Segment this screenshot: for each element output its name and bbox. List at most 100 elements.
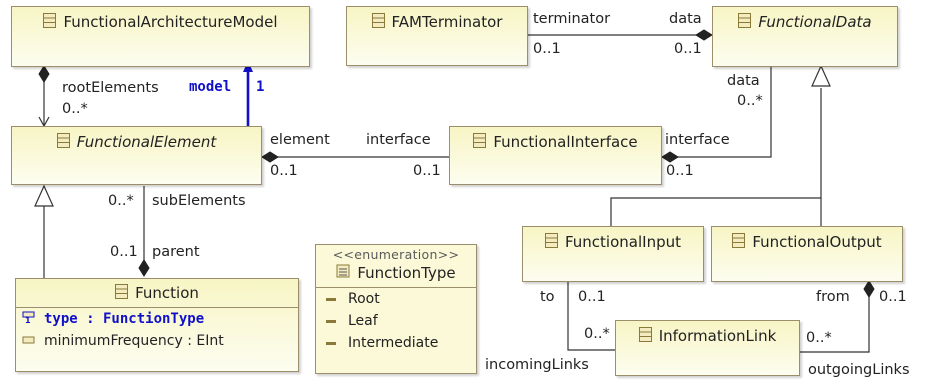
from-composition-diamond — [863, 280, 875, 298]
class-icon — [473, 132, 487, 152]
class-functional-architecture-model[interactable]: FunctionalArchitectureModel — [11, 6, 310, 67]
enum-literal-root[interactable]: Root — [316, 288, 476, 310]
root-elements-composition-diamond — [38, 65, 50, 83]
label-from-multiplicity: 0..1 — [879, 289, 907, 305]
class-separator — [16, 307, 298, 308]
label-to-multiplicity: 0..1 — [578, 289, 606, 305]
class-icon — [43, 12, 57, 32]
label-root-elements: rootElements — [62, 80, 159, 96]
label-sub-elements-multiplicity: 0..* — [108, 193, 134, 209]
enum-name: FunctionType — [357, 264, 456, 282]
functional-data-generalization-triangle — [811, 64, 831, 87]
svg-text:1: 1 — [25, 316, 31, 324]
label-data-side-multiplicity: 0..* — [737, 93, 763, 109]
label-data-side: data — [727, 73, 760, 89]
label-from: from — [816, 289, 850, 305]
label-model: model — [189, 79, 232, 95]
class-header: InformationLink — [616, 321, 799, 351]
label-interface-right-multiplicity: 0..1 — [666, 163, 694, 179]
class-information-link[interactable]: InformationLink — [615, 320, 800, 376]
label-parent: parent — [152, 244, 200, 260]
enum-separator — [316, 287, 476, 288]
enum-stereotype: <<enumeration>> — [332, 247, 460, 262]
literal-icon — [326, 319, 336, 323]
class-icon — [738, 12, 752, 32]
class-name: FunctionalInput — [564, 233, 681, 251]
class-header: FunctionalInterface — [450, 127, 661, 157]
attribute-text: type : FunctionType — [44, 311, 205, 327]
class-header: FunctionalInput — [523, 227, 703, 257]
label-outgoing-multiplicity: 0..* — [806, 330, 832, 346]
class-icon — [115, 283, 129, 303]
label-element: element — [270, 132, 330, 148]
class-functional-input[interactable]: FunctionalInput — [522, 226, 704, 282]
class-functional-interface[interactable]: FunctionalInterface — [449, 126, 662, 185]
enum-literal-leaf[interactable]: Leaf — [316, 310, 476, 332]
class-name: FAMTerminator — [391, 13, 503, 31]
class-icon — [544, 232, 558, 252]
literal-text: Root — [348, 291, 380, 307]
label-data-top: data — [669, 11, 702, 27]
interface-composition-diamond — [661, 151, 679, 163]
literal-text: Intermediate — [348, 335, 439, 351]
label-data-top-multiplicity: 0..1 — [674, 41, 702, 57]
label-sub-elements: subElements — [152, 193, 246, 209]
attribute-icon — [22, 333, 36, 349]
class-header: FunctionalArchitectureModel — [12, 7, 309, 37]
class-header: FAMTerminator — [347, 7, 527, 37]
class-icon — [732, 232, 746, 252]
label-outgoing-links: outgoingLinks — [808, 362, 910, 378]
class-function[interactable]: Function 1 type : FunctionType minimumFr… — [15, 278, 299, 372]
enum-header: FunctionType — [316, 262, 476, 284]
class-name: Function — [135, 284, 199, 302]
class-functional-element[interactable]: FunctionalElement — [11, 126, 262, 185]
class-functional-data[interactable]: FunctionalData — [712, 6, 898, 67]
class-icon — [638, 326, 652, 346]
label-model-multiplicity: 1 — [256, 79, 265, 95]
class-name: FunctionalInterface — [493, 133, 638, 151]
class-header: FunctionalOutput — [712, 227, 902, 257]
literal-text: Leaf — [348, 313, 378, 329]
to-line — [567, 281, 615, 351]
interface-data-line — [662, 66, 772, 158]
label-element-multiplicity: 0..1 — [270, 163, 298, 179]
parent-composition-diamond — [138, 259, 150, 277]
class-header: Function — [16, 279, 298, 307]
data-generalization-line — [610, 88, 822, 226]
label-interface-left: interface — [366, 132, 431, 148]
class-name: FunctionalOutput — [752, 233, 882, 251]
class-name: InformationLink — [658, 327, 777, 345]
element-composition-diamond — [261, 151, 279, 163]
enum-function-type[interactable]: <<enumeration>> FunctionType Root Leaf I… — [315, 244, 477, 374]
class-header: FunctionalElement — [12, 127, 261, 157]
from-line — [800, 281, 870, 353]
class-fam-terminator[interactable]: FAMTerminator — [346, 6, 528, 66]
class-icon — [56, 132, 70, 152]
class-header: FunctionalData — [713, 7, 897, 37]
enum-literal-intermediate[interactable]: Intermediate — [316, 332, 476, 354]
attribute-minimum-frequency[interactable]: minimumFrequency : EInt — [16, 330, 298, 352]
class-icon — [371, 12, 385, 32]
literal-icon — [326, 297, 336, 301]
label-terminator-multiplicity: 0..1 — [533, 41, 561, 57]
label-incoming-links: incomingLinks — [485, 357, 589, 373]
label-root-elements-multiplicity: 0..* — [62, 101, 88, 117]
label-incoming-multiplicity: 0..* — [584, 326, 610, 342]
attribute-text: minimumFrequency : EInt — [44, 333, 224, 349]
attribute-type[interactable]: 1 type : FunctionType — [16, 308, 298, 330]
label-interface-right: interface — [665, 132, 730, 148]
terminator-composition-diamond — [695, 29, 713, 41]
class-functional-output[interactable]: FunctionalOutput — [711, 226, 903, 282]
functional-element-generalization-triangle — [34, 184, 54, 207]
literal-icon — [326, 341, 336, 345]
id-attribute-icon: 1 — [22, 310, 36, 328]
label-terminator: terminator — [533, 11, 611, 27]
label-parent-multiplicity: 0..1 — [110, 244, 138, 260]
label-interface-left-multiplicity: 0..1 — [413, 163, 441, 179]
class-name: FunctionalData — [758, 13, 872, 31]
class-name: FunctionalElement — [76, 133, 217, 151]
class-name: FunctionalArchitectureModel — [63, 13, 278, 31]
enumeration-icon — [336, 264, 350, 282]
